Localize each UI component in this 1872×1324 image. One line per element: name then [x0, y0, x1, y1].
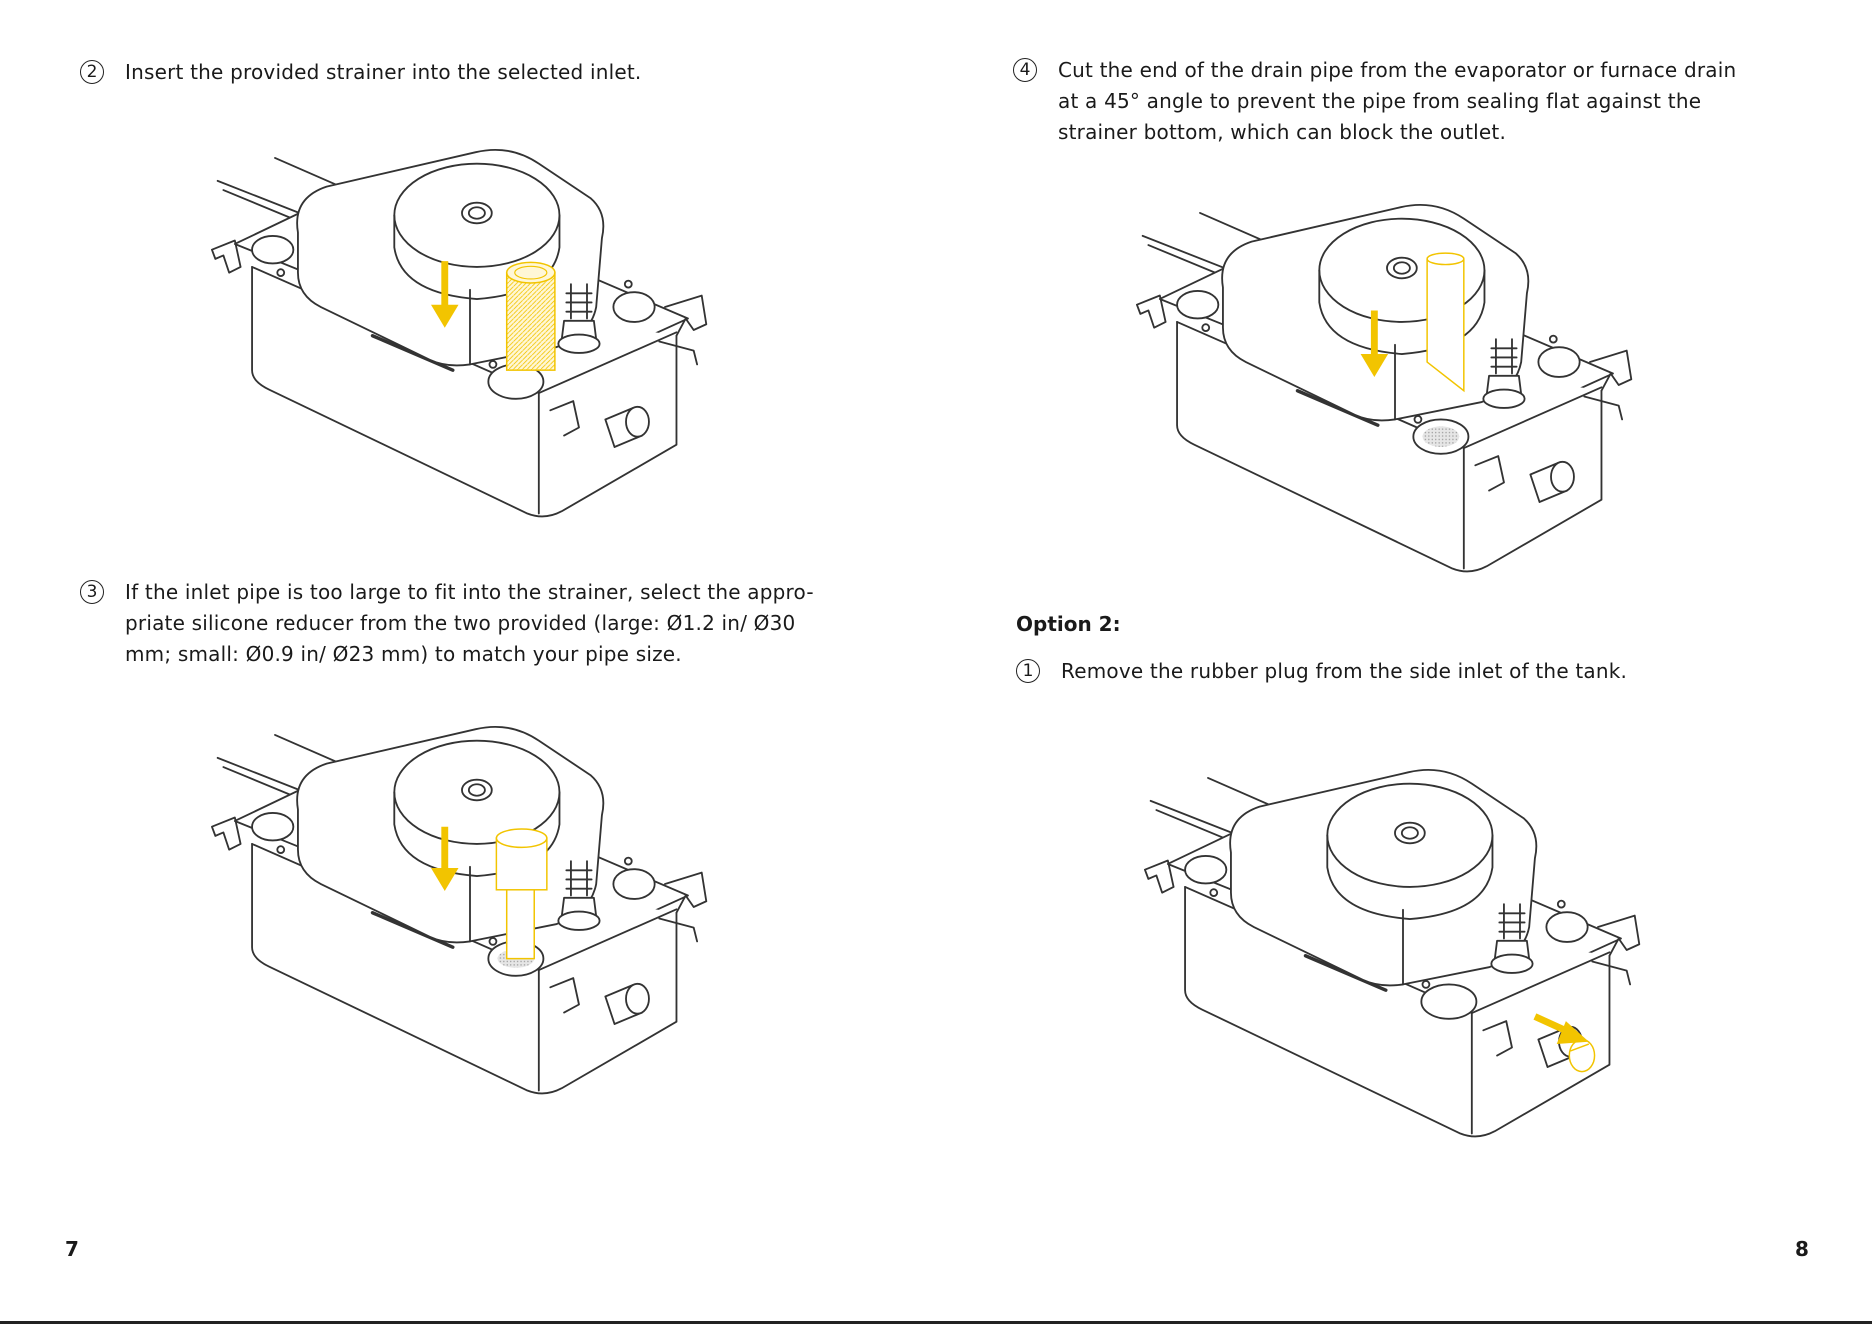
- page-number-left: 7: [65, 1237, 79, 1261]
- step-number: 4: [1013, 58, 1037, 82]
- option-heading: Option 2:: [1016, 612, 1121, 636]
- step-text: Insert the provided strainer into the se…: [125, 60, 642, 84]
- arrow-right-icon: [1533, 1013, 1589, 1045]
- step-2: 2 Insert the provided strainer into the …: [80, 57, 641, 88]
- step-number: 2: [80, 60, 104, 84]
- pump-drain-pipe-illustration: [1130, 190, 1660, 580]
- step-3: 3 If the inlet pipe is too large to fit …: [80, 577, 814, 670]
- pump-strainer-illustration: [205, 135, 735, 525]
- pump-reducer-illustration: [205, 712, 735, 1102]
- arrow-down-icon: [431, 261, 459, 328]
- arrow-down-icon: [431, 826, 459, 891]
- option-step-1: 1 Remove the rubber plug from the side i…: [1016, 656, 1627, 687]
- arrow-down-icon: [1360, 310, 1389, 377]
- step-number: 3: [80, 580, 104, 604]
- bottom-rule: [0, 1321, 1872, 1324]
- step-text: If the inlet pipe is too large to fit in…: [125, 580, 814, 666]
- step-text: Remove the rubber plug from the side inl…: [1061, 659, 1628, 683]
- pump-side-inlet-illustration: [1138, 755, 1668, 1145]
- step-text: Cut the end of the drain pipe from the e…: [1058, 58, 1737, 144]
- step-number: 1: [1016, 659, 1040, 683]
- page-number-right: 8: [1795, 1237, 1809, 1261]
- step-4: 4 Cut the end of the drain pipe from the…: [1013, 55, 1736, 148]
